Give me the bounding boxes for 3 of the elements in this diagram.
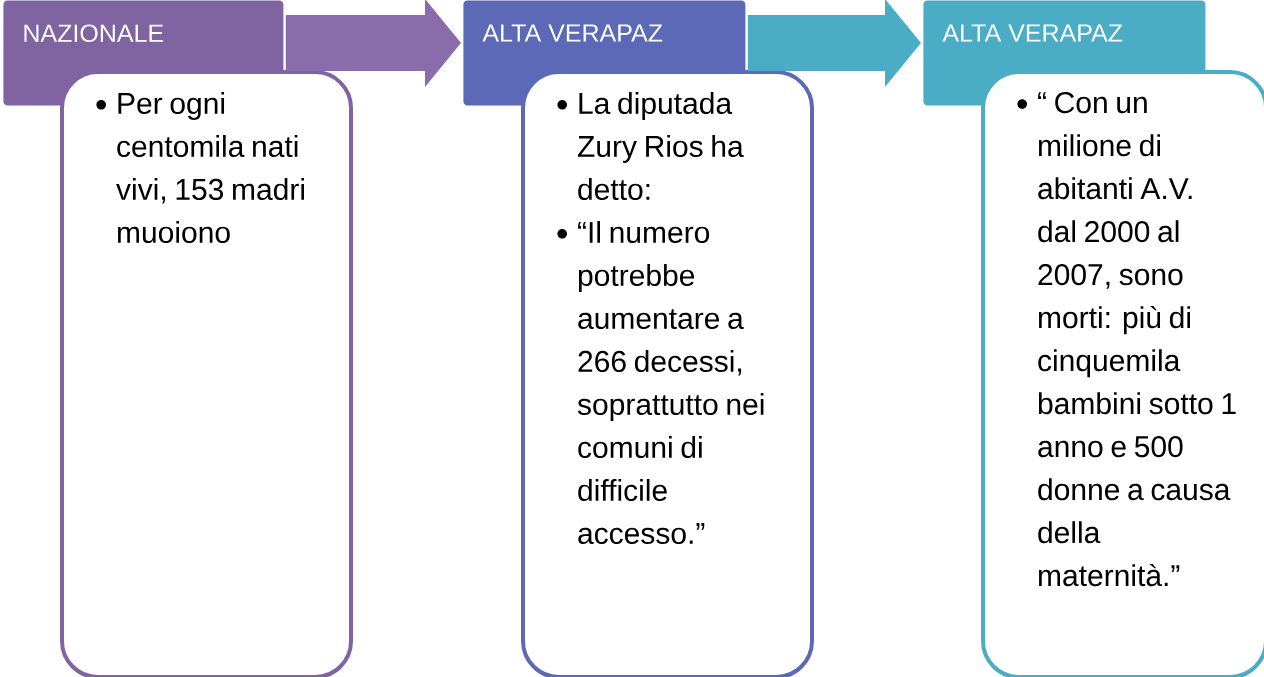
content-box: “ Con un milione di abitanti A.V. dal 2000 al 2007, sono morti: più di cinquemila bambini sotto 1 anno e 500 donne a causa della maternità.” (981, 70, 1264, 677)
content-box: Per ogni centomila nati vivi, 153 madri muoiono (60, 70, 353, 677)
content-box: La diputada Zury Rios ha detto: “Il numero potrebbe aumentare a 266 decessi, soprattutto nei comuni di difficile accesso.” (521, 70, 814, 677)
